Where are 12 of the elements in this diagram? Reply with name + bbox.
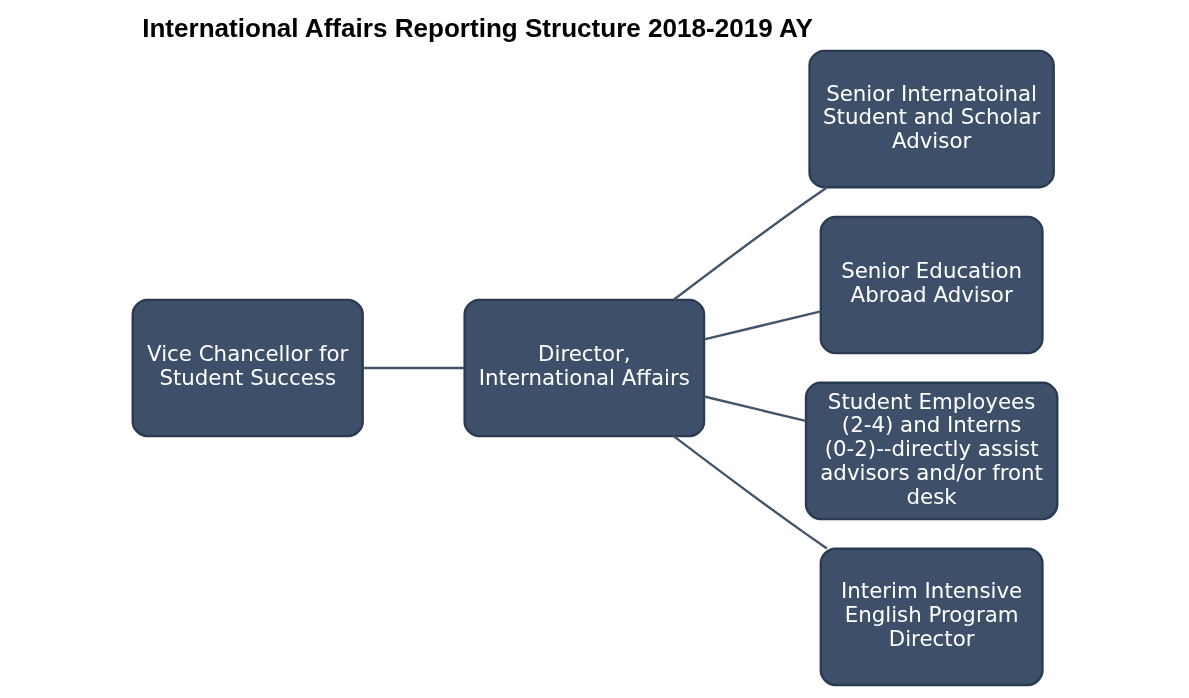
node-box: Vice Chancellor for Student Success (131, 298, 364, 438)
connector (703, 395, 806, 423)
connector (362, 366, 464, 370)
node-box: Student Employees (2-4) and Interns (0-2)--directly assist advisors and/or front desk (804, 381, 1058, 521)
node-box: Senior Education Abroad Advisor (819, 215, 1044, 355)
node-box: Interim Intensive English Program Director (819, 547, 1044, 687)
connector (703, 310, 821, 341)
connector (672, 186, 828, 301)
node-box: Senior Internatoinal Student and Scholar Advisor (807, 49, 1055, 189)
diagram-title: International Affairs Reporting Structure 2018-2019 AY (141, 13, 813, 44)
node-box: Director, International Affairs (462, 298, 705, 438)
connector (672, 435, 828, 550)
